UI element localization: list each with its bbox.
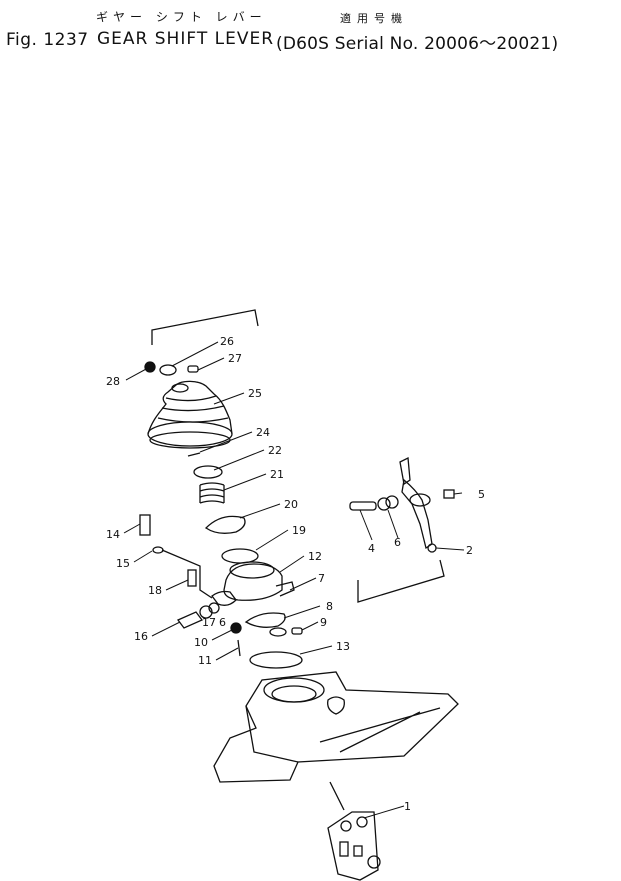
- callout-8: 8: [326, 600, 333, 613]
- rubber-boot-part: [147, 380, 233, 449]
- figure-number: Fig. 1237: [6, 30, 89, 50]
- callout-27: 27: [228, 352, 242, 365]
- callout-25: 25: [248, 387, 262, 400]
- callout-12: 12: [308, 550, 322, 563]
- callout-7: 7: [318, 572, 325, 585]
- callout-11: 11: [198, 654, 212, 667]
- callout-14: 14: [106, 528, 120, 541]
- callout-5: 5: [478, 488, 485, 501]
- callout-17: 17: [202, 616, 216, 629]
- callout-labels: 1 2 4 5 6 6 7 8 9 10 11 12 13 14 15 16 1…: [106, 335, 485, 813]
- callout-15: 15: [116, 557, 130, 570]
- spring-part: [199, 482, 225, 504]
- callout-9: 9: [320, 616, 327, 629]
- lever-housing-part: [211, 561, 295, 606]
- callout-28: 28: [106, 375, 120, 388]
- bracket-part: [327, 781, 381, 881]
- callout-19: 19: [292, 524, 306, 537]
- parts-artwork: [139, 309, 459, 881]
- callout-22: 22: [268, 444, 282, 457]
- callout-4: 4: [368, 542, 375, 555]
- callout-10: 10: [194, 636, 208, 649]
- shift-lever-part: [349, 456, 455, 553]
- callout-6-left: 6: [219, 616, 226, 629]
- callout-1: 1: [404, 800, 411, 813]
- callout-20: 20: [284, 498, 298, 511]
- figure-title-japanese: ギヤー シフト レバー: [96, 10, 267, 24]
- figure-title: GEAR SHIFT LEVER: [97, 29, 275, 49]
- callout-24: 24: [256, 426, 270, 439]
- applicable-serial: (D60S Serial No. 20006～20021): [276, 34, 559, 54]
- callout-21: 21: [270, 468, 284, 481]
- callout-16: 16: [134, 630, 148, 643]
- callout-2: 2: [466, 544, 473, 557]
- applicable-serial-japanese: 適用号機: [340, 12, 408, 25]
- figure-header: Fig. 1237 ギヤー シフト レバー GEAR SHIFT LEVER 適…: [0, 0, 621, 60]
- callout-6-right: 6: [394, 536, 401, 549]
- cover-plate-part: [213, 671, 459, 783]
- callout-26: 26: [220, 335, 234, 348]
- callout-13: 13: [336, 640, 350, 653]
- callout-18: 18: [148, 584, 162, 597]
- leader-lines: [123, 341, 465, 819]
